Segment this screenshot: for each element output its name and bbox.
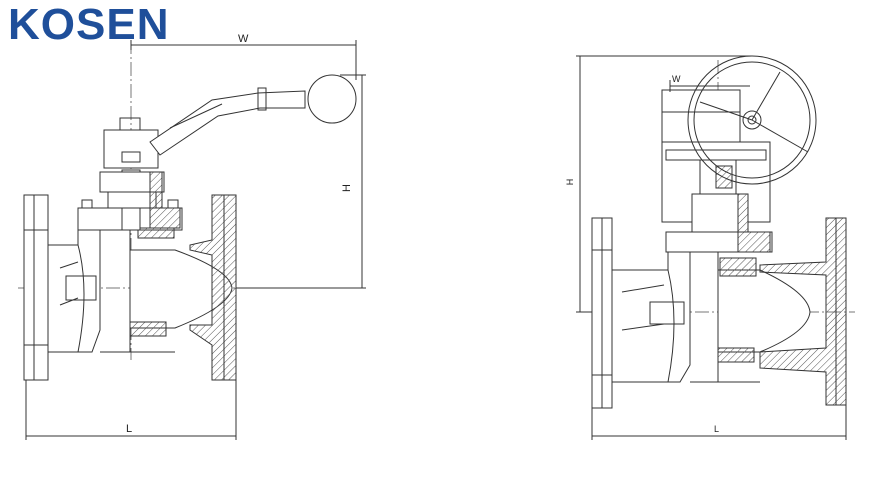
- left-dim-h-label: H: [341, 184, 353, 192]
- right-valve: [576, 55, 855, 440]
- brand-logo: KOSEN: [8, 0, 170, 49]
- right-valve-body: [611, 247, 691, 383]
- right-dim-l-label: L: [714, 424, 719, 434]
- right-dim-w-label: W: [672, 74, 681, 84]
- left-lever-knob: [307, 74, 357, 124]
- left-valve-body: [47, 227, 101, 353]
- left-valve: [18, 40, 366, 440]
- left-dim-l-label: L: [126, 423, 132, 435]
- right-gearbox: [661, 89, 741, 143]
- left-lever-arm: [149, 90, 306, 156]
- right-plug: [718, 269, 811, 353]
- left-dim-w-label: W: [238, 33, 249, 45]
- right-dim-h-label: H: [565, 179, 575, 186]
- left-inlet-flange: [23, 194, 49, 381]
